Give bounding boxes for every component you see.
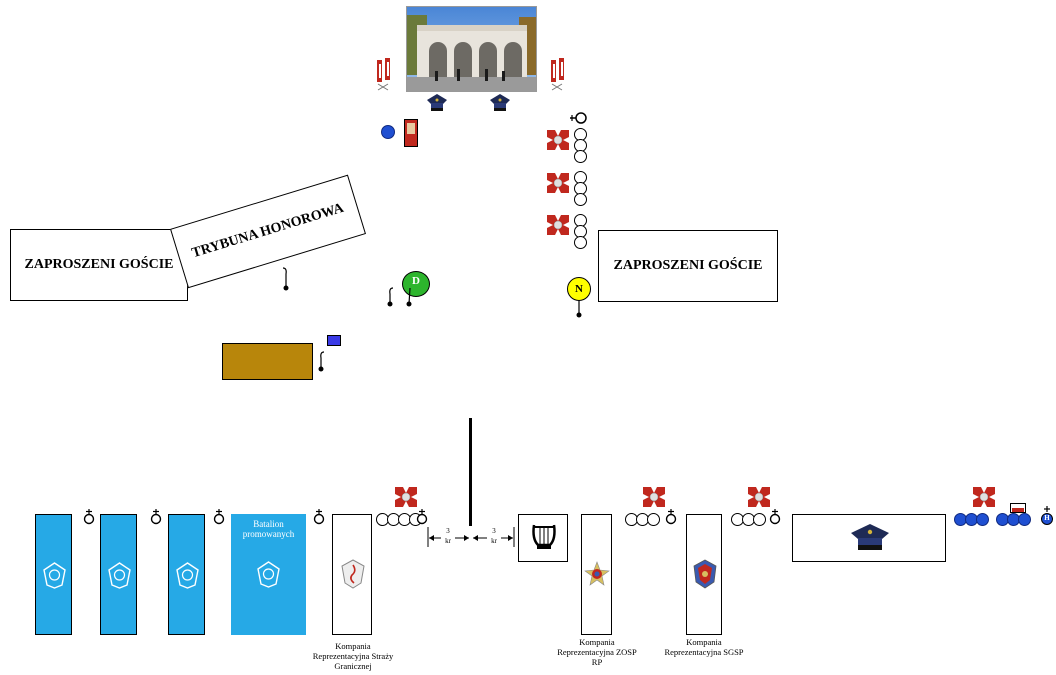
zosp-company-label: Kompania Reprezentacyjna ZOSP RP bbox=[557, 637, 637, 667]
banner-flags-right-icon bbox=[548, 56, 568, 92]
unit-flag-emblem-icon bbox=[547, 173, 569, 193]
gap-right-unit: kr bbox=[491, 537, 497, 545]
gap-left-unit: kr bbox=[445, 537, 451, 545]
unit-flag-emblem-icon bbox=[547, 215, 569, 235]
ring-column-2 bbox=[574, 171, 587, 207]
ring-column-1 bbox=[574, 128, 587, 164]
microphone-icon bbox=[574, 300, 584, 320]
microphone-icon bbox=[386, 286, 396, 308]
column-head-ring bbox=[568, 111, 588, 125]
invited-guests-label: ZAPROSZENI GOŚCIE bbox=[613, 258, 763, 273]
commander-symbol-icon bbox=[665, 509, 677, 525]
unit-flag-emblem-icon bbox=[643, 487, 665, 507]
commander-symbol-icon bbox=[83, 509, 95, 525]
zosp-company bbox=[581, 514, 612, 635]
ring-column-3 bbox=[574, 214, 587, 250]
honor-tribune-label: TRYBUNA HONOROWA bbox=[190, 200, 346, 262]
marker-d-label: D bbox=[412, 275, 420, 287]
commander-symbol-icon bbox=[313, 509, 325, 525]
fire-service-unit-1 bbox=[35, 514, 72, 635]
gap-left-value: 3 bbox=[446, 527, 450, 535]
unit-flag-emblem-icon bbox=[748, 487, 770, 507]
marker-n: N bbox=[567, 277, 591, 301]
gap-right-value: 3 bbox=[492, 527, 496, 535]
commander-symbol-icon bbox=[416, 509, 428, 525]
fire-service-unit-2 bbox=[100, 514, 137, 635]
podium bbox=[222, 343, 313, 380]
ring-row-2 bbox=[625, 513, 665, 526]
commander-symbol-icon bbox=[150, 509, 162, 525]
fire-service-unit-3 bbox=[168, 514, 205, 635]
small-banner-icon bbox=[1010, 503, 1026, 513]
marker-h-label: H bbox=[1044, 514, 1050, 522]
guard-cap-icon bbox=[425, 92, 449, 114]
promoted-battalion: Batalion promowanych bbox=[231, 514, 306, 635]
unit-flag-emblem-icon bbox=[395, 487, 417, 507]
sgsp-company bbox=[686, 514, 722, 635]
commander-symbol-icon bbox=[769, 509, 781, 525]
marker-h: H bbox=[1040, 506, 1054, 526]
military-band bbox=[518, 514, 568, 562]
police-cap-icon bbox=[851, 524, 889, 550]
wreath-tablet-icon bbox=[404, 119, 418, 147]
police-unit bbox=[792, 514, 946, 562]
blue-marker-dot bbox=[381, 125, 395, 139]
honor-tribune: TRYBUNA HONOROWA bbox=[170, 174, 366, 289]
guard-cap-icon bbox=[488, 92, 512, 114]
gap-dimension-left: 3 kr bbox=[427, 527, 470, 549]
invited-guests-area-right: ZAPROSZENI GOŚCIE bbox=[598, 230, 778, 302]
microphone-icon bbox=[317, 350, 327, 374]
border-guard-company-label: Kompania Reprezentacyjna Straży Graniczn… bbox=[312, 641, 394, 671]
marker-n-label: N bbox=[575, 283, 583, 295]
unit-flag-emblem-icon bbox=[973, 487, 995, 507]
banner-flags-left-icon bbox=[374, 56, 394, 92]
commander-symbol-icon bbox=[213, 509, 225, 525]
invited-guests-area-left: ZAPROSZENI GOŚCIE bbox=[10, 229, 188, 301]
blue-dot-row bbox=[954, 513, 1039, 526]
blue-square-marker bbox=[327, 335, 341, 346]
promoted-battalion-label: Batalion promowanych bbox=[242, 519, 295, 539]
gap-dimension-right: 3 kr bbox=[472, 527, 515, 549]
monument-photo bbox=[406, 6, 537, 92]
invited-guests-label: ZAPROSZENI GOŚCIE bbox=[24, 257, 174, 272]
unit-flag-emblem-icon bbox=[547, 130, 569, 150]
microphone-icon bbox=[404, 286, 414, 308]
commander-d-marker: D bbox=[402, 271, 430, 297]
sgsp-company-label: Kompania Reprezentacyjna SGSP bbox=[664, 637, 744, 657]
microphone-icon bbox=[280, 266, 290, 292]
lyre-icon bbox=[532, 524, 556, 549]
border-guard-company bbox=[332, 514, 372, 635]
flag-pole bbox=[469, 418, 472, 526]
ring-row-3 bbox=[731, 513, 771, 526]
